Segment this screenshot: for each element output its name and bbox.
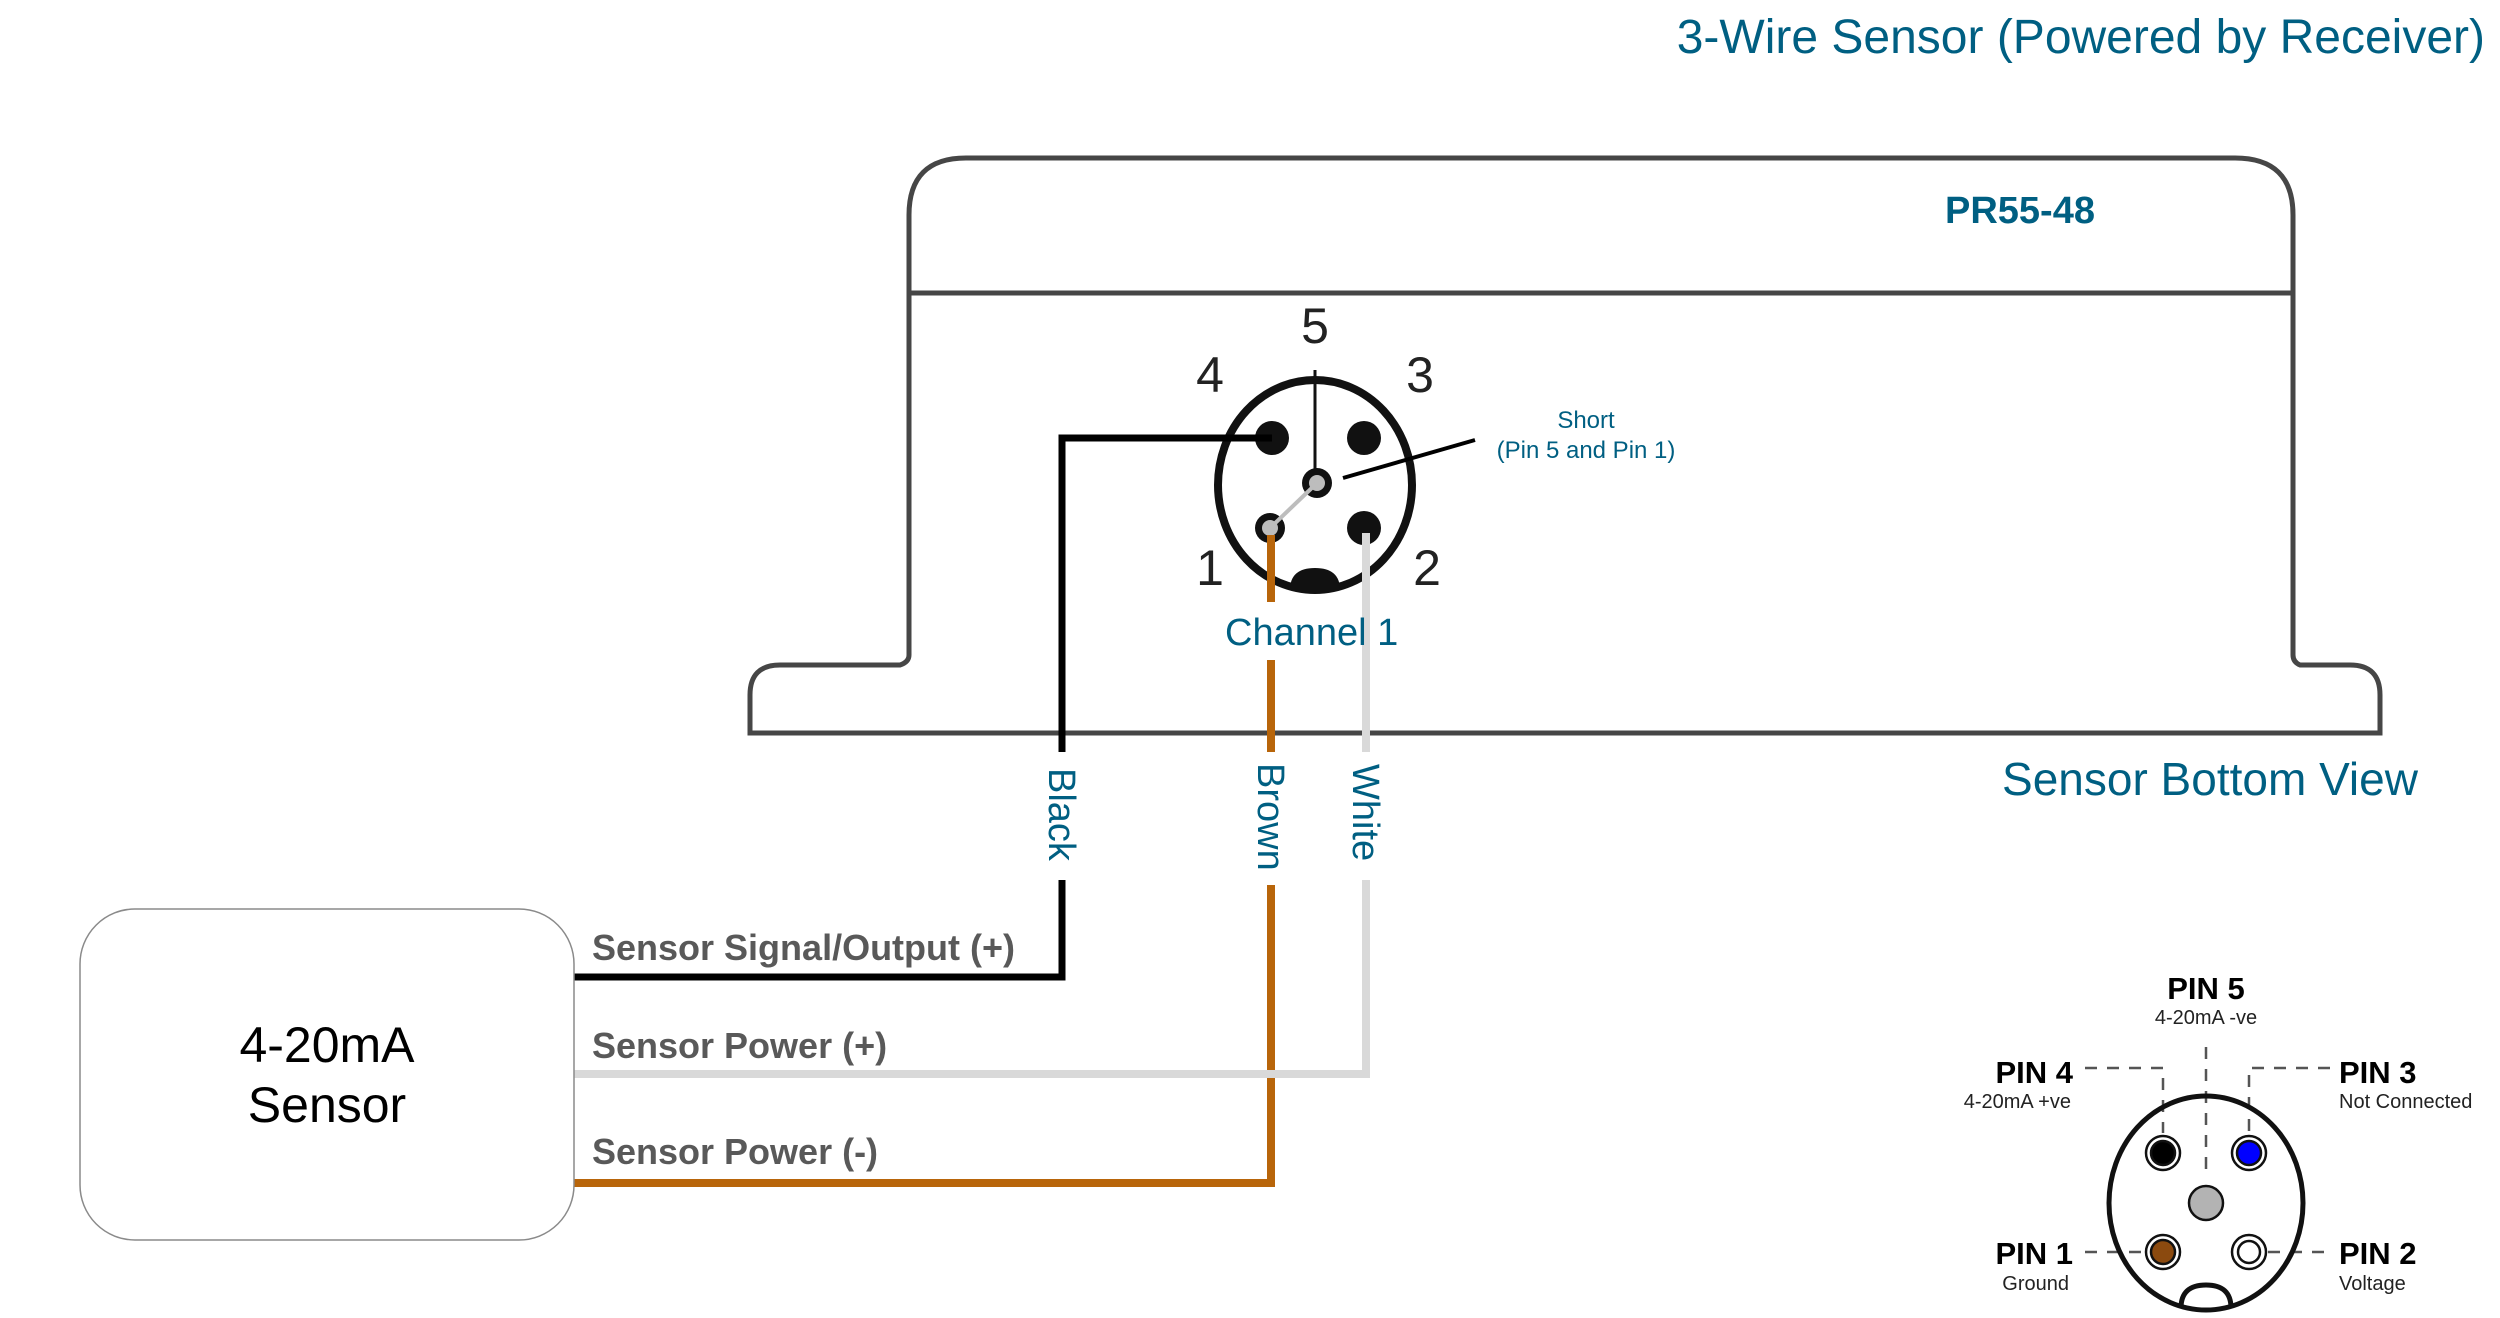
pinout-key [2178, 1282, 2234, 1309]
pinout-reference [2085, 1047, 2330, 1313]
short-jumper [1268, 481, 1319, 530]
pinout-pin3-desc: Not Connected [2339, 1091, 2472, 1113]
sensor-box [79, 908, 575, 1241]
pinout-pin2-desc: Voltage [2339, 1273, 2406, 1295]
pinout-pin4-desc: 4-20mA +ve [1964, 1091, 2071, 1113]
connector-key [1290, 568, 1340, 590]
pinout-pin5-label: PIN 5 [2167, 971, 2245, 1006]
pin-number-5: 5 [1301, 298, 1329, 354]
pin-3 [1347, 421, 1381, 455]
connection-label-power-minus: Sensor Power (-) [592, 1131, 878, 1172]
pinout-pin4-label: PIN 4 [1995, 1055, 2073, 1090]
view-label: Sensor Bottom View [2002, 753, 2419, 805]
pinout-ring [2106, 1093, 2306, 1313]
pinout-pin4 [2149, 1139, 2177, 1167]
pin-number-1: 1 [1196, 540, 1224, 596]
pin-2 [1347, 511, 1381, 545]
wire-label-black: Black [1040, 768, 1082, 862]
wire-black [574, 434, 1272, 981]
wire-label-brown: Brown [1249, 763, 1291, 871]
sensor-label-line2: Sensor [248, 1077, 406, 1133]
pinout-pin2-label: PIN 2 [2339, 1236, 2417, 1271]
receiver-housing [747, 155, 2383, 736]
connection-label-power-plus: Sensor Power (+) [592, 1025, 887, 1066]
pinout-pin5 [2187, 1184, 2225, 1222]
pin-number-3: 3 [1406, 347, 1434, 403]
pinout-pin3-label: PIN 3 [2339, 1055, 2417, 1090]
pinout-pin1-label: PIN 1 [1995, 1236, 2073, 1271]
receiver-connector [1214, 370, 1476, 594]
pinout-pin1-desc: Ground [2002, 1273, 2069, 1295]
short-note-line2: (Pin 5 and Pin 1) [1497, 437, 1676, 464]
pinout-pin1 [2149, 1238, 2177, 1266]
pin-number-2: 2 [1413, 540, 1441, 596]
sensor-label-line1: 4-20mA [239, 1017, 415, 1073]
wire-white [574, 533, 1370, 1078]
pinout-pin5-desc: 4-20mA -ve [2155, 1007, 2257, 1029]
connection-label-signal: Sensor Signal/Output (+) [592, 927, 1015, 968]
receiver-model: PR55-48 [1945, 190, 2095, 232]
diagram-title: 3-Wire Sensor (Powered by Receiver) [1677, 11, 2485, 64]
short-note-line1: Short [1557, 407, 1615, 434]
pin4-leader [2085, 1066, 2165, 1133]
pinout-pin2 [2236, 1239, 2262, 1265]
wire-label-white: White [1344, 764, 1386, 861]
pin3-leader [2247, 1066, 2330, 1133]
pinout-pin3 [2235, 1139, 2263, 1167]
wire-brown [574, 535, 1275, 1187]
pin-number-4: 4 [1196, 347, 1224, 403]
short-pointer [1342, 438, 1476, 480]
channel-label: Channel 1 [1225, 612, 1398, 654]
